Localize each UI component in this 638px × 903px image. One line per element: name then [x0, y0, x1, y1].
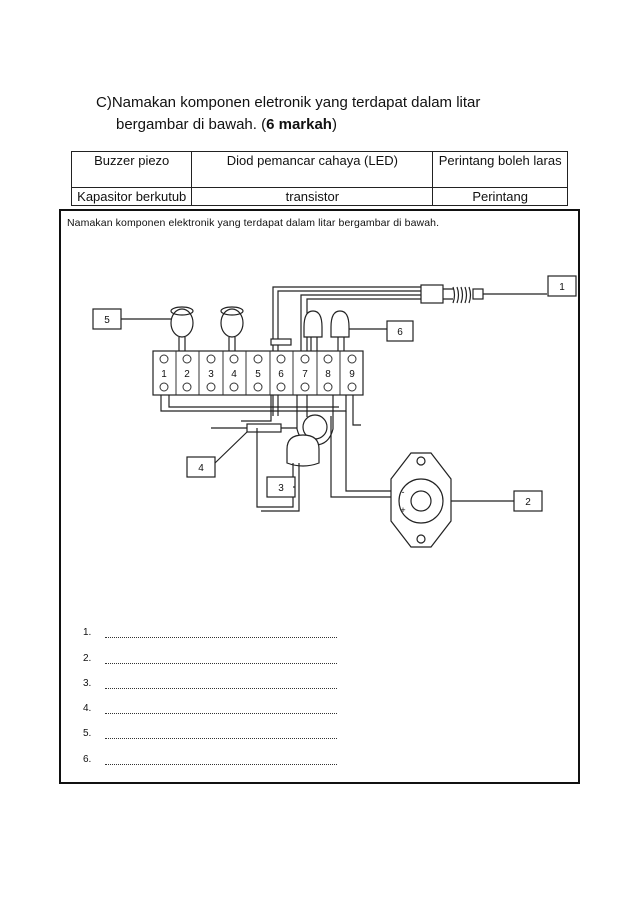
- answer-blank[interactable]: [105, 653, 337, 664]
- table-cell: Perintang: [432, 187, 568, 206]
- buzzer-minus-sign: -: [402, 487, 405, 497]
- answer-number: 2.: [83, 652, 92, 664]
- answer-blank[interactable]: [105, 754, 337, 765]
- table-cell: Buzzer piezo: [70, 151, 193, 188]
- terminal-9-label: 9: [349, 369, 355, 380]
- callout-6-label: 6: [397, 327, 403, 338]
- question-line2-end: ): [331, 116, 337, 133]
- callout-3-label: 3: [278, 483, 284, 494]
- answer-number: 5.: [83, 728, 92, 740]
- answer-number: 6.: [83, 753, 92, 765]
- table-row: Kapasitor berkutub transistor Perintang: [70, 187, 568, 206]
- terminal-7-label: 7: [302, 369, 308, 380]
- terminal-5-label: 5: [255, 369, 261, 380]
- terminal-8-label: 8: [325, 369, 331, 380]
- answer-number: 4.: [83, 703, 92, 715]
- answer-line[interactable]: 5.: [83, 714, 337, 740]
- callout-1-label: 1: [559, 282, 565, 293]
- answer-line[interactable]: 1.: [83, 613, 337, 639]
- question-text: C)Namakan komponen eletronik yang terdap…: [96, 92, 566, 136]
- answer-line[interactable]: 6.: [83, 739, 337, 765]
- answer-blank[interactable]: [105, 678, 337, 689]
- table-cell: transistor: [191, 187, 434, 206]
- answer-line[interactable]: 4.: [83, 689, 337, 715]
- answer-blank[interactable]: [105, 627, 337, 639]
- answer-number: 1.: [83, 627, 92, 639]
- question-prefix: C): [96, 94, 112, 111]
- answer-options-table: Buzzer piezo Diod pemancar cahaya (LED) …: [70, 151, 568, 206]
- callout-4-label: 4: [198, 463, 204, 474]
- table-cell: Perintang boleh laras: [432, 151, 568, 188]
- answer-number: 3.: [83, 677, 92, 689]
- terminal-4-label: 4: [231, 369, 237, 380]
- table-cell: Diod pemancar cahaya (LED): [191, 151, 434, 188]
- question-line1: Namakan komponen eletronik yang terdapat…: [111, 94, 481, 111]
- answer-blank[interactable]: [105, 703, 337, 715]
- table-row: Buzzer piezo Diod pemancar cahaya (LED) …: [70, 151, 568, 188]
- question-line2: bergambar di bawah. (6 markah): [96, 114, 566, 136]
- answer-lines: 1. 2. 3. 4. 5. 6.: [83, 613, 337, 765]
- callout-2-label: 2: [525, 497, 531, 508]
- question-marks: 6 markah: [266, 116, 332, 133]
- circuit-worksheet: Namakan komponen elektronik yang terdapa…: [59, 209, 580, 784]
- callout-5-label: 5: [104, 315, 110, 326]
- answer-blank[interactable]: [105, 728, 337, 740]
- question-line2-text: bergambar di bawah. (: [116, 116, 267, 133]
- terminal-2-label: 2: [184, 369, 190, 380]
- answer-line[interactable]: 2.: [83, 638, 337, 664]
- answer-line[interactable]: 3.: [83, 664, 337, 689]
- circuit-diagram: 1 2 3 4 5 6 1 2 3 4 5 6 7 8 9 - +: [92, 275, 577, 548]
- terminal-1-label: 1: [161, 369, 167, 380]
- terminal-3-label: 3: [208, 369, 214, 380]
- buzzer-plus-sign: +: [400, 505, 405, 515]
- worksheet-title: Namakan komponen elektronik yang terdapa…: [67, 217, 440, 229]
- table-cell: Kapasitor berkutub: [70, 187, 193, 206]
- terminal-6-label: 6: [278, 369, 284, 380]
